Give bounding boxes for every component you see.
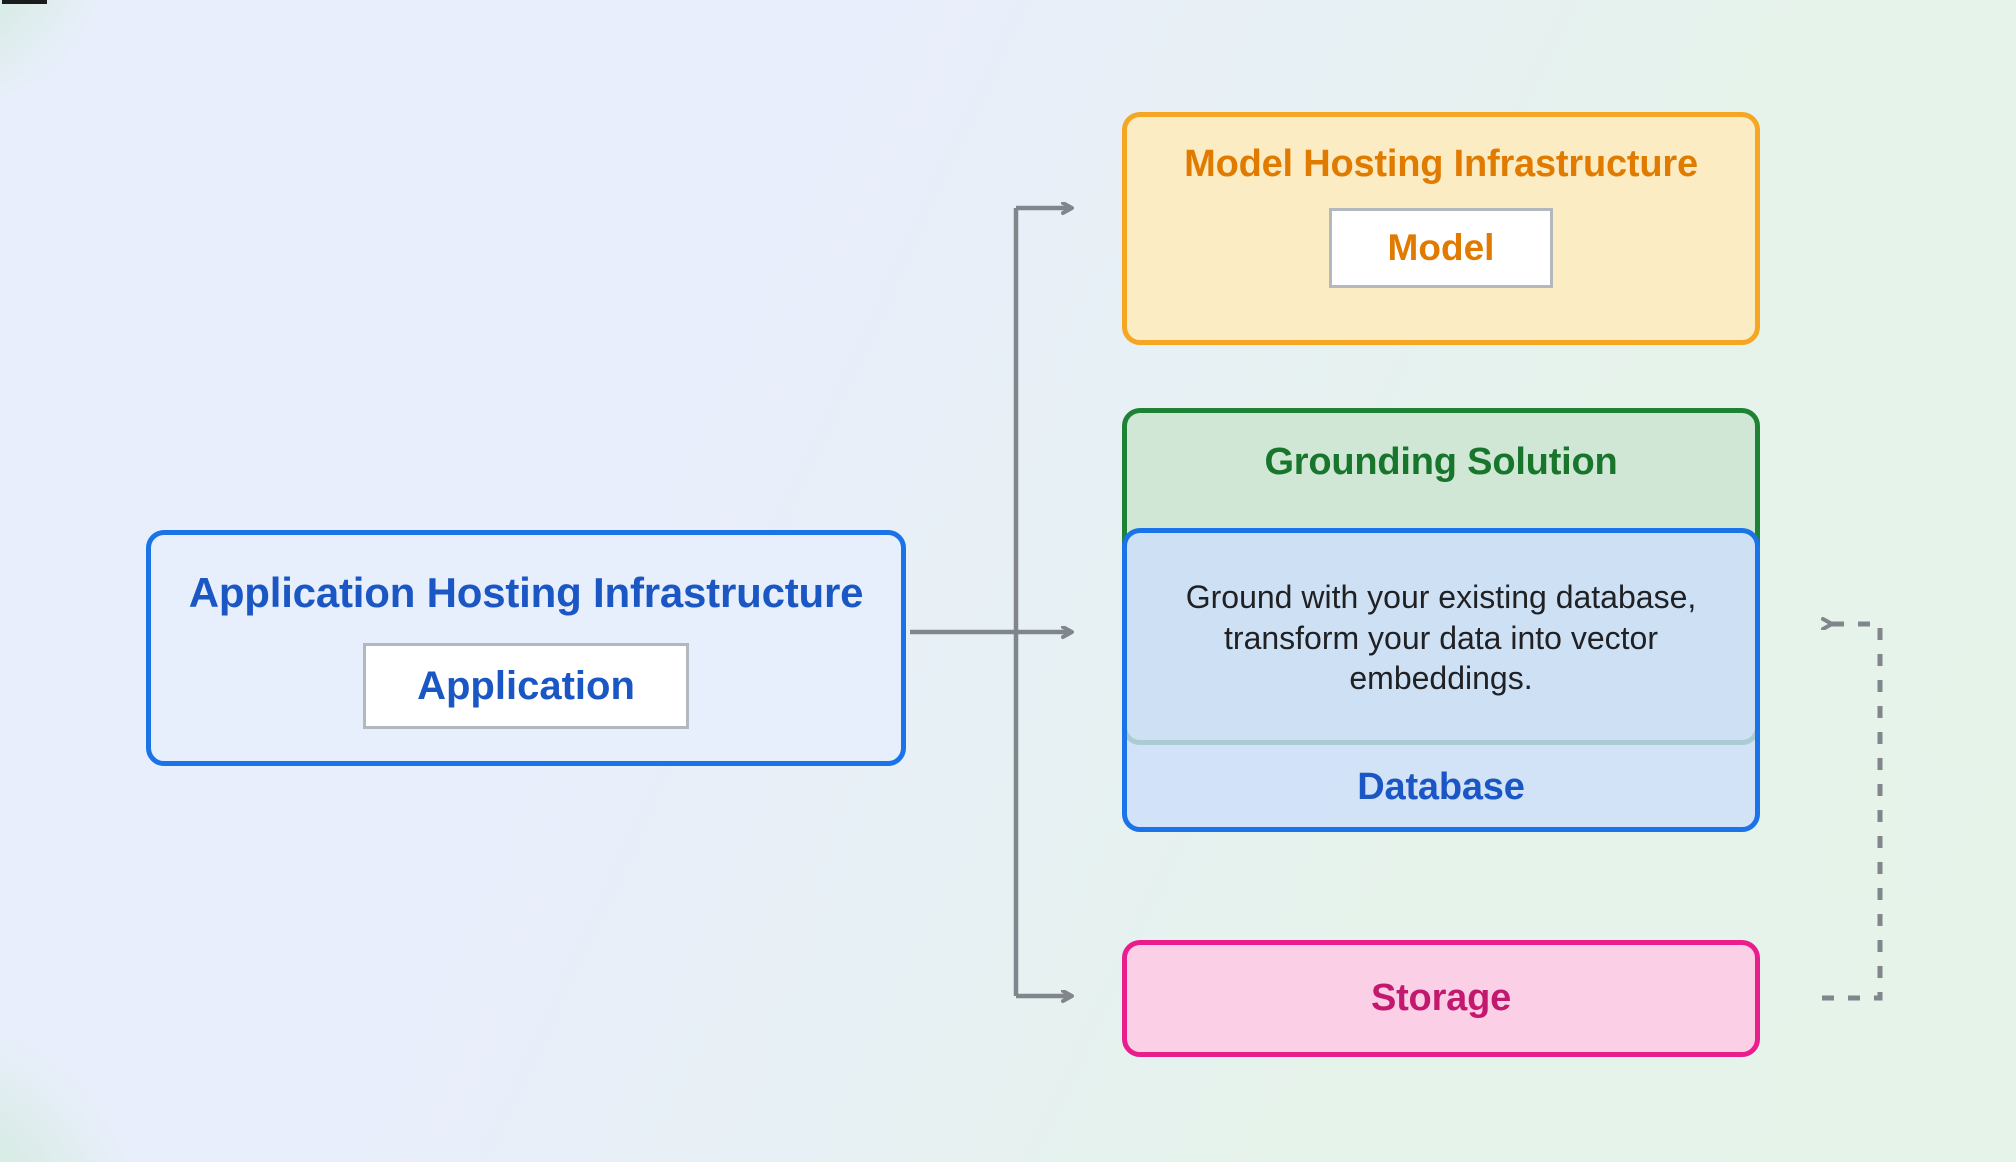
storage-node[interactable]: Storage — [1122, 940, 1760, 1057]
connector-storage-to-database-dashed — [1822, 624, 1883, 1001]
corner-mark — [2, 0, 47, 4]
application-hosting-title: Application Hosting Infrastructure — [188, 569, 864, 616]
application-hosting-infrastructure-node[interactable]: Application Hosting Infrastructure Appli… — [146, 530, 906, 766]
model-chip[interactable]: Model — [1329, 208, 1553, 288]
database-node[interactable]: Database — [1122, 528, 1760, 832]
storage-title: Storage — [1370, 977, 1512, 1019]
model-hosting-title: Model Hosting Infrastructure — [1184, 143, 1698, 185]
grounding-solution-title: Grounding Solution — [1264, 441, 1618, 483]
model-hosting-infrastructure-node[interactable]: Model Hosting Infrastructure Model — [1122, 112, 1760, 345]
database-title: Database — [1357, 766, 1525, 808]
application-chip[interactable]: Application — [363, 643, 689, 729]
